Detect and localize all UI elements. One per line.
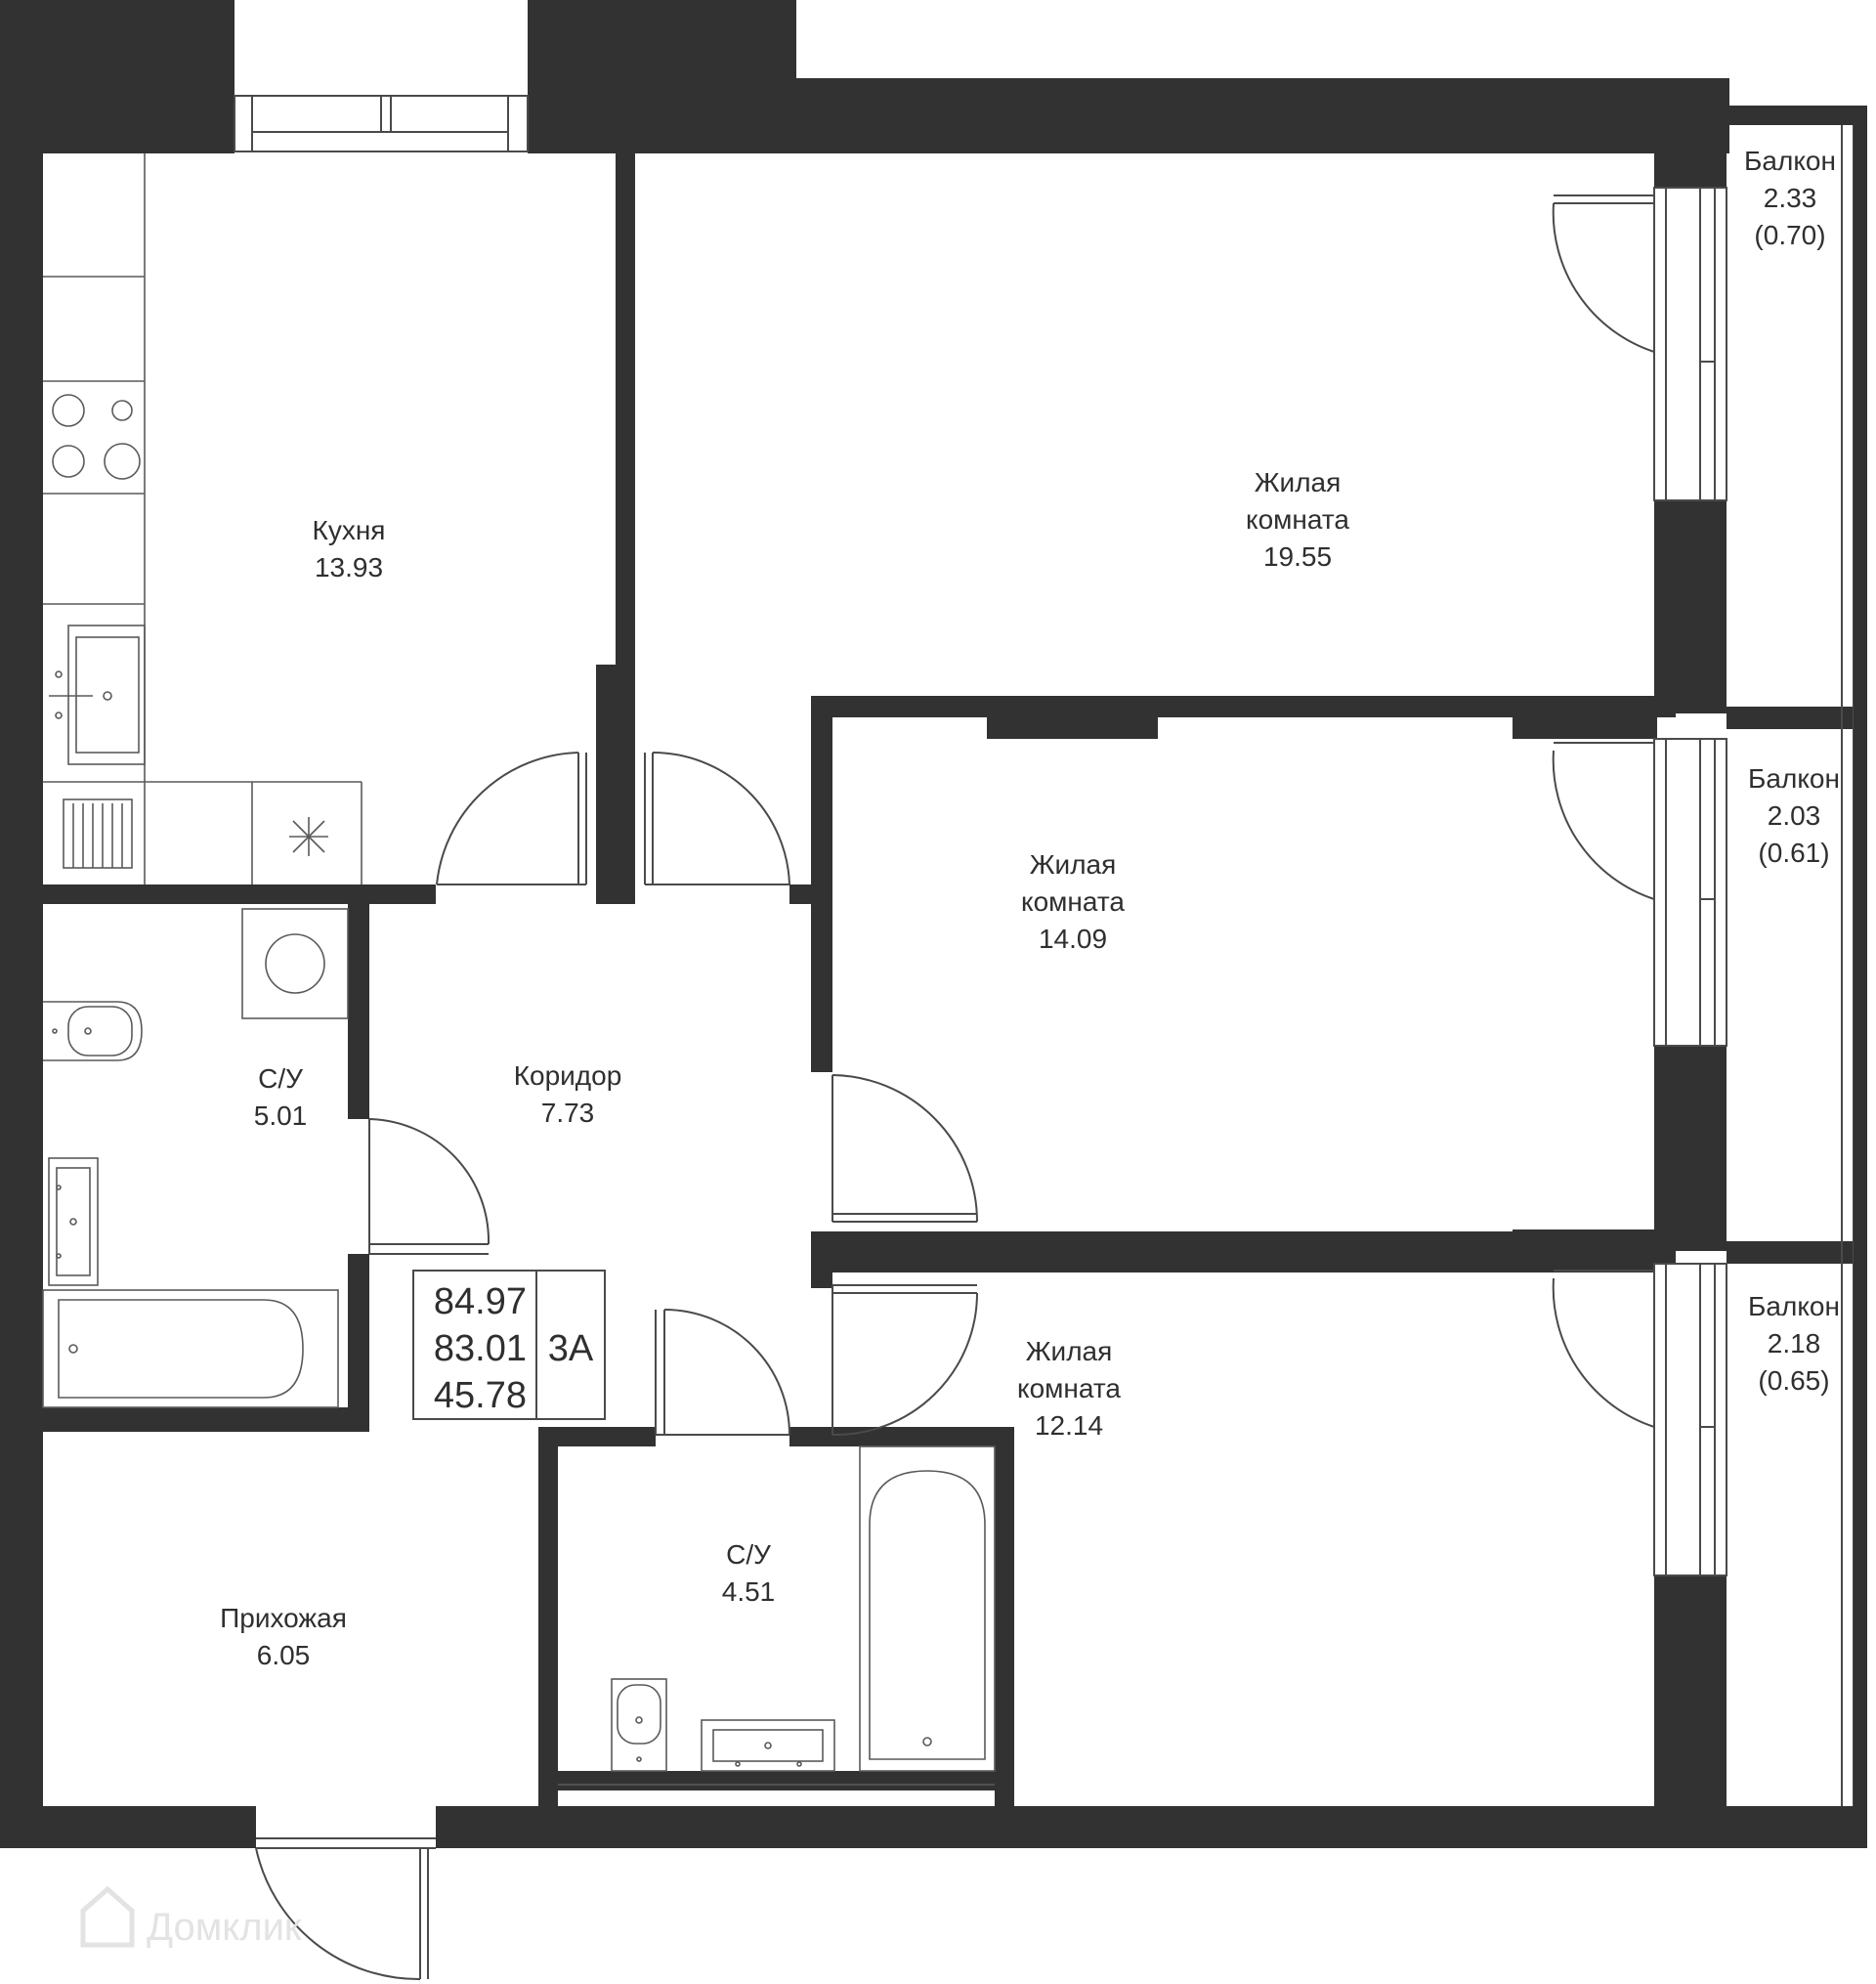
toilet-icon-2 — [611, 1678, 667, 1772]
balcony-3-reduced-area: (0.65) — [1758, 1365, 1829, 1396]
living-room-3-name: Жилая — [1026, 1336, 1113, 1366]
living-room-3-name-2: комната — [1017, 1373, 1121, 1403]
balcony-1-name: Балкон — [1744, 146, 1836, 176]
windows — [234, 95, 1867, 1848]
balcony-1-area: 2.33 — [1764, 183, 1817, 213]
bathroom-2-area: 4.51 — [722, 1576, 776, 1607]
total-area: 84.97 — [434, 1281, 527, 1322]
living-room-2-name: Жилая — [1030, 849, 1117, 880]
walls — [0, 0, 1867, 1848]
living-room-1-name: Жилая — [1255, 467, 1342, 497]
balcony-2-reduced-area: (0.61) — [1758, 838, 1829, 868]
balcony-1-reduced-area: (0.70) — [1754, 220, 1825, 250]
living-room-2-name-2: комната — [1021, 886, 1125, 917]
bathroom-sink-icon-2 — [701, 1719, 835, 1772]
vent-icon — [289, 817, 328, 856]
kitchen-name: Кухня — [313, 515, 386, 545]
area-without-balcony: 83.01 — [434, 1328, 527, 1369]
corridor-area: 7.73 — [541, 1098, 595, 1128]
house-logo-icon — [80, 1885, 135, 1948]
watermark-text: Домклик — [147, 1906, 302, 1949]
hallway-name: Прихожая — [220, 1603, 347, 1633]
room-labels: Кухня 13.93 Жилая комната 19.55 Жилая ко… — [220, 146, 1840, 1670]
hallway-area: 6.05 — [257, 1640, 311, 1670]
balcony-2-area: 2.03 — [1768, 800, 1821, 831]
living-area: 45.78 — [434, 1375, 527, 1416]
bathroom-1-area: 5.01 — [254, 1100, 308, 1131]
bathtub-icon — [42, 1289, 339, 1408]
living-room-1-name-2: комната — [1246, 504, 1349, 535]
bathroom-sink-icon — [48, 1157, 99, 1286]
watermark: Домклик — [80, 1885, 302, 1949]
apartment-code: 3A — [548, 1328, 594, 1369]
living-room-2-area: 14.09 — [1039, 924, 1107, 954]
balcony-2-name: Балкон — [1748, 763, 1840, 794]
doors — [255, 194, 1655, 1981]
living-room-3-area: 12.14 — [1035, 1410, 1103, 1441]
washing-machine-icon — [241, 908, 349, 1019]
kitchen-area: 13.93 — [315, 552, 383, 582]
corridor-name: Коридор — [514, 1060, 622, 1091]
living-room-1-area: 19.55 — [1263, 541, 1332, 572]
bathroom-1-name: С/У — [258, 1063, 303, 1094]
bathroom-2-name: С/У — [726, 1539, 771, 1570]
stove-icon — [52, 394, 141, 480]
area-info-box: 84.97 83.01 45.78 3A — [412, 1270, 606, 1420]
dishwasher-icon — [63, 798, 133, 869]
balcony-3-name: Балкон — [1748, 1291, 1840, 1321]
bathtub-icon-2 — [859, 1445, 996, 1772]
toilet-icon — [43, 1001, 143, 1061]
balcony-3-area: 2.18 — [1768, 1328, 1821, 1359]
kitchen-sink-icon — [49, 625, 146, 765]
fixtures — [42, 153, 996, 1786]
